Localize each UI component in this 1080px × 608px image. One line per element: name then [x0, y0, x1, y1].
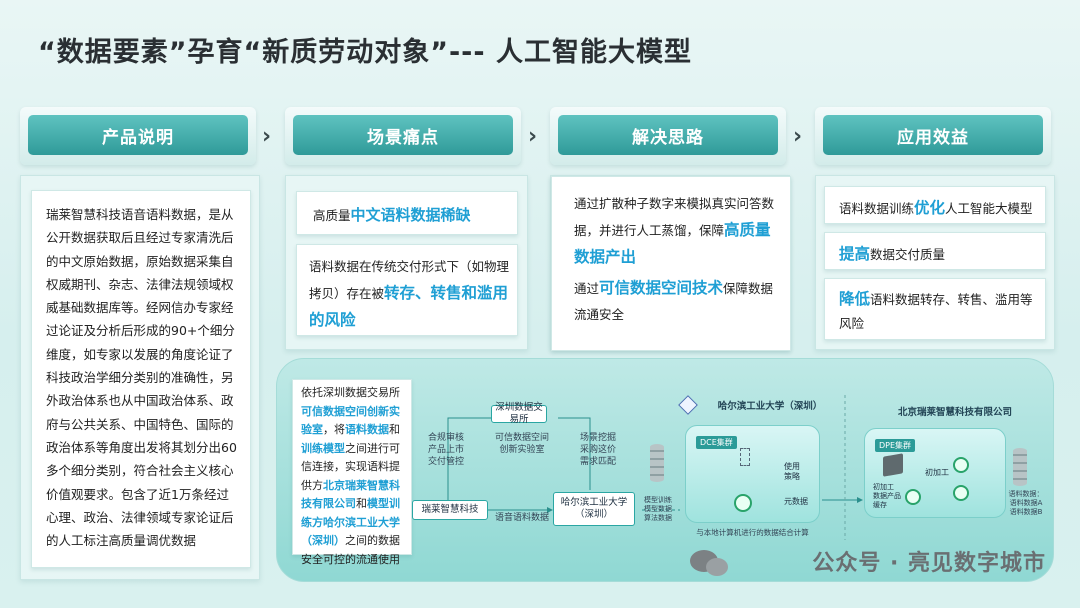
database-icon [1013, 448, 1027, 486]
bj-title: 北京瑞莱智慧科技有限公司 [897, 407, 1012, 418]
pain-card-1: 高质量中文语料数据稀缺 [296, 191, 518, 235]
pain-2-highlight: 转存、转售和滥用的风险 [309, 284, 509, 329]
section-header-label: 产品说明 [28, 115, 248, 155]
section-header-label: 解决思路 [558, 115, 778, 155]
solution-card: 通过扩散种子数字来模拟真实问答数据，并进行人工蒸馏，保障高质量数据产出 通过可信… [551, 176, 791, 351]
init-process-label: 初加工 [925, 468, 949, 477]
pain-1-text: 高质量 [313, 208, 351, 223]
watermark: 公众号 · 亮见数字城市 [812, 551, 1046, 576]
solution-2-text-end: 保障数据流通安全 [574, 281, 774, 322]
bottom-text-6: 训练模型 [301, 441, 345, 455]
pain-2-text: 语料数据在传统交付形式下（如物理拷贝）存在被 [309, 259, 510, 301]
benefit-1-highlight: 优化 [914, 199, 946, 217]
package-icon [883, 453, 903, 477]
solution-panel: 通过扩散种子数字来模拟真实问答数据，并进行人工蒸馏，保障高质量数据产出 通过可信… [550, 175, 791, 351]
node-exchange: 深圳数据交易所 [491, 402, 547, 425]
compute-caption: 与本地计算机进行的数据结合计算 [696, 528, 809, 537]
section-header-label: 应用效益 [823, 115, 1043, 155]
process-icon [953, 457, 969, 473]
benefit-card-2: 提高数据交付质量 [824, 232, 1046, 270]
pain-panel: 高质量中文语料数据稀缺 语料数据在传统交付形式下（如物理拷贝）存在被转存、转售和… [285, 175, 528, 350]
chevron-right-icon: › [528, 124, 538, 149]
chevron-right-icon: › [262, 124, 272, 149]
pain-1-highlight: 中文语料数据稀缺 [350, 206, 471, 224]
section-header-label: 场景痛点 [293, 115, 513, 155]
benefit-2-text: 数据交付质量 [870, 247, 946, 262]
chevron-right-icon: › [793, 124, 803, 149]
label-scenario: 场景挖掘 采购这价 需求匹配 [579, 433, 616, 467]
benefit-3-text: 语料数据转存、转售、滥用等风险 [839, 292, 1033, 331]
section-header-solution: 解决思路 [550, 107, 786, 165]
bottom-text-9: 和 [356, 497, 367, 510]
solution-2-highlight: 可信数据空间技术 [599, 279, 724, 297]
dce-cluster: DCE集群 使用策略 元数据 [685, 425, 820, 523]
section-header-product: 产品说明 [20, 107, 256, 165]
database-icon [650, 444, 664, 482]
benefit-1-text-end: 人工智能大模型 [945, 201, 1033, 216]
node-hit: 哈尔滨工业大学（深圳） [553, 492, 635, 526]
metadata-label: 元数据 [784, 497, 808, 506]
bottom-text-2: 可信数据空间创新实验室 [301, 404, 400, 437]
solution-1-text: 通过扩散种子数字来模拟真实问答数据，并进行人工蒸馏，保障 [574, 196, 775, 238]
section-header-benefit: 应用效益 [815, 107, 1051, 165]
hit-title: 哈尔滨工业大学（深圳） [717, 401, 823, 412]
aperture-icon [734, 494, 752, 512]
label-compliance: 合规审核 产品上市 交付管控 [427, 433, 464, 467]
process-icon [953, 485, 969, 501]
dpe-cluster: DPE集群 初加工 初加工 数据产品 缓存 [864, 428, 1006, 518]
dpe-label: DPE集群 [875, 439, 916, 452]
product-panel: 瑞莱智慧科技语音语料数据，是从公开数据获取后且经过专家清洗后的中文原始数据，原始… [20, 175, 260, 580]
bottom-text-5: 和 [389, 423, 400, 436]
page-title: “数据要素”孕育“新质劳动对象”--- 人工智能大模型 [38, 37, 692, 68]
bottom-text-1: 依托深圳数据交易所 [301, 386, 400, 399]
bottom-text-3: ，将 [323, 423, 345, 436]
use-policy-label: 使用策略 [784, 462, 800, 481]
bottom-text-card: 依托深圳数据交易所可信数据空间创新实验室，将语料数据和训练模型之间进行可信连接，… [292, 379, 412, 566]
wechat-icon-bubble [706, 558, 728, 576]
benefit-3-highlight: 降低 [839, 290, 871, 308]
process-icon [905, 489, 921, 505]
init-store-label: 初加工 数据产品 缓存 [873, 483, 901, 509]
bottom-text-10: 模型训练方 [301, 497, 400, 529]
dce-label: DCE集群 [696, 436, 737, 449]
solution-2-text: 通过 [574, 281, 600, 296]
bottom-text-11: 哈尔滨工业大学（深圳） [301, 515, 400, 548]
solution-1-highlight: 高质量数据产出 [574, 221, 771, 266]
connector-icon [740, 448, 750, 466]
bottom-text-4: 语料数据 [345, 423, 389, 436]
pain-card-2: 语料数据在传统交付形式下（如物理拷贝）存在被转存、转售和滥用的风险 [296, 244, 518, 336]
section-header-pain: 场景痛点 [285, 107, 521, 165]
benefit-2-highlight: 提高 [839, 245, 871, 263]
bottom-text-7: 之间进行可信连接，实现语料提供方 [301, 441, 400, 492]
connector-exchange-ruilai [447, 417, 512, 500]
connector-exchange-hit [558, 417, 591, 490]
model-train-label: 模型训练 模型数据 算法数据 [644, 496, 672, 522]
label-lab: 可信数据空间 创新实验室 [494, 433, 549, 455]
benefit-card-1: 语料数据训练优化人工智能大模型 [824, 186, 1046, 224]
bottom-text-8: 北京瑞莱智慧科技有限公司 [301, 478, 400, 511]
product-description: 瑞莱智慧科技语音语料数据，是从公开数据获取后且经过专家清洗后的中文原始数据，原始… [46, 207, 237, 549]
corpus-input-label: 语料数据： 语料数据A 语料数据B [1008, 490, 1044, 516]
benefit-1-text: 语料数据训练 [839, 201, 915, 216]
benefit-panel: 语料数据训练优化人工智能大模型 提高数据交付质量 降低语料数据转存、转售、滥用等… [815, 175, 1055, 350]
label-corpus: 语音语料数据 [494, 513, 549, 523]
benefit-card-3: 降低语料数据转存、转售、滥用等风险 [824, 278, 1046, 340]
node-ruilai: 瑞莱智慧科技 [412, 500, 488, 520]
bottom-text-12: 之间的数据安全可控的流通使用 [301, 534, 400, 566]
product-card: 瑞莱智慧科技语音语料数据，是从公开数据获取后且经过专家清洗后的中文原始数据，原始… [31, 190, 251, 568]
